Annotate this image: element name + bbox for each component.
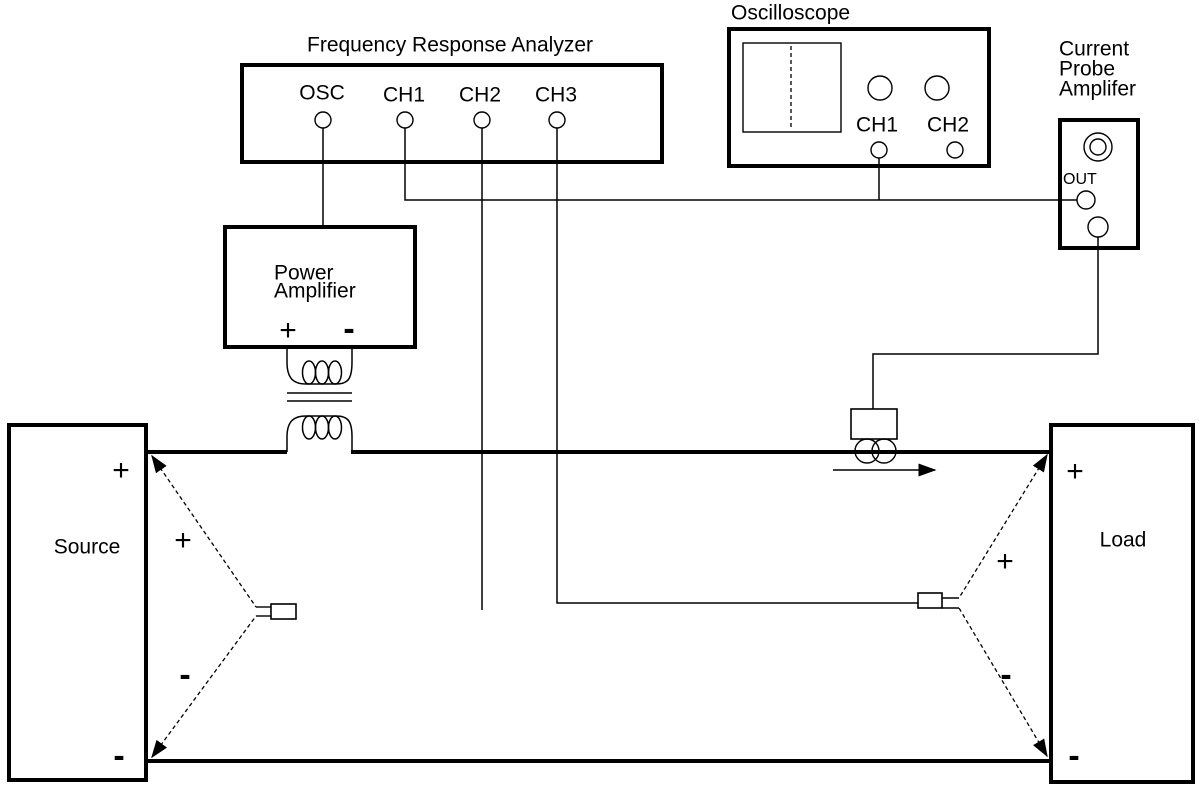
load-minus-label: - — [1068, 737, 1080, 775]
right-probe-lead-negative — [958, 607, 1048, 758]
fra-ch1-terminal — [396, 111, 414, 129]
right-probe-body — [917, 592, 943, 609]
source-box — [7, 423, 148, 782]
transformer-primary-winding — [286, 347, 353, 385]
fra-terminal-label-osc: OSC — [299, 81, 345, 105]
power-amplifier-box — [223, 225, 417, 349]
power-amplifier-name-line-2: Amplifier — [274, 279, 356, 303]
right-probe-minus-label: - — [1000, 656, 1012, 694]
source-label: Source — [53, 535, 121, 559]
fra-terminal-label-ch2: CH2 — [458, 83, 502, 107]
transformer-secondary-loop — [327, 415, 343, 440]
fra-terminal-label-ch1: CH1 — [382, 83, 426, 107]
oscilloscope-ch2-label: CH2 — [926, 113, 970, 137]
power-amplifier-name-line-1: Power — [274, 261, 334, 285]
power-amplifier-plus-label: + — [279, 314, 297, 347]
fra-ch3-terminal — [548, 111, 566, 129]
current-probe-clamp-ring — [871, 438, 897, 464]
left-voltage-probe — [151, 454, 297, 759]
right-voltage-probe — [917, 453, 1048, 758]
left-probe-body — [270, 603, 297, 620]
current-probe-amplifier-box — [1058, 118, 1140, 250]
source-plus-label: + — [112, 454, 130, 487]
left-probe-minus-label: - — [179, 656, 191, 694]
transformer-primary-loop — [301, 360, 317, 385]
load-box — [1049, 423, 1195, 784]
fra-ch2-terminal — [473, 111, 491, 129]
oscilloscope-box — [727, 27, 991, 168]
transformer-secondary-loop — [301, 415, 317, 440]
power-amplifier-minus-label: - — [343, 310, 355, 348]
oscilloscope-ch2-terminal — [946, 141, 964, 159]
left-probe-lead-positive — [151, 454, 257, 608]
load-plus-label: + — [1066, 455, 1084, 488]
transformer — [286, 347, 353, 452]
cpa-lower-terminal — [1087, 216, 1109, 238]
cpa-out-terminal — [1076, 190, 1096, 210]
wire-cpa-to-current-probe — [872, 237, 1099, 409]
oscilloscope-ch1-label: CH1 — [855, 113, 899, 137]
transformer-secondary-loop — [314, 415, 330, 440]
cpa-out-label: OUT — [1063, 171, 1097, 188]
left-probe-plus-label: + — [174, 524, 192, 557]
load-label: Load — [1099, 528, 1147, 552]
cpa-title-line-1: Current — [1059, 37, 1130, 61]
wire-ch3-to-right-probe — [556, 128, 918, 604]
oscilloscope-knob-left[interactable] — [867, 75, 893, 101]
current-probe — [850, 408, 898, 464]
cpa-bnc-outer-ring — [1083, 132, 1113, 162]
transformer-secondary-winding — [286, 415, 353, 452]
right-probe-plus-label: + — [996, 545, 1014, 578]
oscilloscope-ch1-terminal — [870, 141, 888, 159]
oscilloscope-knob-right[interactable] — [924, 75, 950, 101]
cpa-bnc-inner-ring — [1089, 138, 1107, 156]
fra-box — [240, 63, 664, 164]
source-minus-label: - — [113, 737, 125, 775]
wire-ch1-to-cpa-out — [404, 128, 1077, 201]
cpa-title-line-2: Probe — [1059, 57, 1116, 81]
fra-osc-terminal — [314, 111, 332, 129]
left-probe-lead-negative — [151, 615, 257, 759]
current-probe-body — [850, 408, 898, 440]
transformer-primary-loop — [327, 360, 343, 385]
oscilloscope-screen — [742, 42, 842, 133]
oscilloscope-title: Oscilloscope — [731, 1, 851, 25]
signal-wires — [322, 128, 1099, 610]
current-probe-clamp-ring — [854, 438, 880, 464]
fra-terminal-label-ch3: CH3 — [534, 83, 578, 107]
fra-title: Frequency Response Analyzer — [307, 33, 593, 57]
cpa-title-line-3: Amplifer — [1059, 77, 1137, 101]
fra-terminals — [314, 111, 566, 129]
transformer-primary-loop — [314, 360, 330, 385]
